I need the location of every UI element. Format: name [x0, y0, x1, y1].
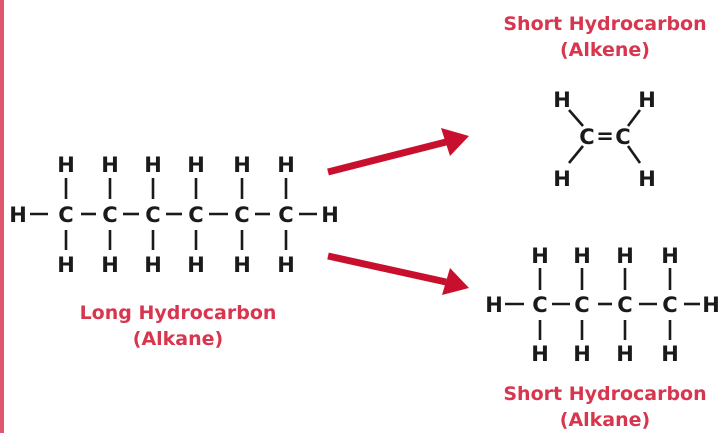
arrow-shaft [327, 252, 447, 286]
bond [626, 145, 642, 164]
hydrogen-atom: H [531, 342, 549, 366]
arrow-head [441, 128, 469, 156]
short-alkane-molecule: H C C C C H H H H H H H H H [485, 244, 720, 366]
alkene-caption-line2: (Alkene) [560, 39, 650, 61]
hydrogen-atom: H [321, 203, 339, 227]
carbon-atom: C [615, 125, 630, 149]
hydrogen-atom: H [553, 88, 571, 112]
carbon-atom: C [188, 203, 203, 227]
upper-arrow [327, 128, 469, 176]
arrow-shaft [327, 138, 447, 176]
bond [567, 145, 585, 164]
hydrogen-atom: H [573, 244, 591, 268]
hydrogen-atom: H [616, 244, 634, 268]
lower-arrow [327, 252, 469, 295]
short-alkane-caption-line2: (Alkane) [560, 409, 650, 431]
carbon-atom: C [574, 293, 589, 317]
alkene-molecule: H H C = C H H [553, 88, 656, 191]
bond [568, 109, 584, 127]
alkene-caption-line1: Short Hydrocarbon [503, 13, 706, 35]
carbon-atom: C [617, 293, 632, 317]
carbon-atom: C [58, 203, 73, 227]
hydrogen-atom: H [661, 244, 679, 268]
hydrogen-atom: H [144, 253, 162, 277]
carbon-atom: C [278, 203, 293, 227]
long-alkane-molecule: H C C C C C C H H H H H H H H H H H H H [9, 153, 339, 277]
hydrogen-atom: H [638, 167, 656, 191]
hydrogen-atom: H [233, 153, 251, 177]
hydrogen-atom: H [57, 153, 75, 177]
hydrogen-atom: H [638, 88, 656, 112]
carbon-atom: C [234, 203, 249, 227]
hydrogen-atom: H [277, 253, 295, 277]
long-alkane-caption-line1: Long Hydrocarbon [80, 302, 277, 324]
hydrogen-atom: H [187, 153, 205, 177]
hydrogen-atom: H [101, 253, 119, 277]
hydrogen-atom: H [187, 253, 205, 277]
hydrogen-atom: H [233, 253, 251, 277]
long-alkane-caption-line2: (Alkane) [133, 328, 223, 350]
hydrogen-atom: H [531, 244, 549, 268]
hydrogen-atom: H [661, 342, 679, 366]
carbon-atom: C [145, 203, 160, 227]
hydrogen-atom: H [9, 203, 27, 227]
carbon-atom: C [532, 293, 547, 317]
carbon-atom: C [579, 125, 594, 149]
hydrogen-atom: H [702, 293, 720, 317]
arrow-head [442, 268, 469, 295]
bond [626, 109, 642, 127]
hydrogen-atom: H [57, 253, 75, 277]
hydrogen-atom: H [144, 153, 162, 177]
short-alkane-caption-line1: Short Hydrocarbon [503, 383, 706, 405]
carbon-atom: C [662, 293, 677, 317]
hydrogen-atom: H [573, 342, 591, 366]
hydrogen-atom: H [616, 342, 634, 366]
carbon-atom: C [102, 203, 117, 227]
hydrogen-atom: H [553, 167, 571, 191]
hydrogen-atom: H [277, 153, 295, 177]
hydrogen-atom: H [485, 293, 503, 317]
double-bond: = [596, 124, 614, 148]
left-border-stripe [0, 0, 4, 433]
hydrogen-atom: H [101, 153, 119, 177]
